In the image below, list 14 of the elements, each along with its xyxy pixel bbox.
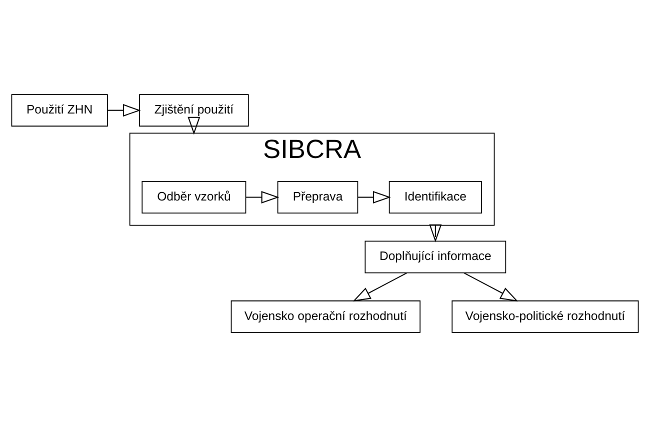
node-box: Identifikace [388, 180, 482, 213]
node-box: Použití ZHN [11, 94, 108, 126]
arrow [358, 190, 391, 204]
node-box: Odběr vzorků [142, 180, 246, 213]
arrow [352, 272, 408, 302]
node-box: Přeprava [277, 180, 358, 213]
node-box: Doplňující informace [364, 240, 506, 273]
node-box: Vojensko operační rozhodnutí [230, 300, 420, 332]
arrow [464, 272, 518, 302]
arrow [188, 116, 200, 134]
arrow [108, 104, 141, 116]
arrow [429, 224, 442, 242]
node-box: Vojensko-politické rozhodnutí [452, 300, 639, 332]
arrow [246, 190, 280, 204]
